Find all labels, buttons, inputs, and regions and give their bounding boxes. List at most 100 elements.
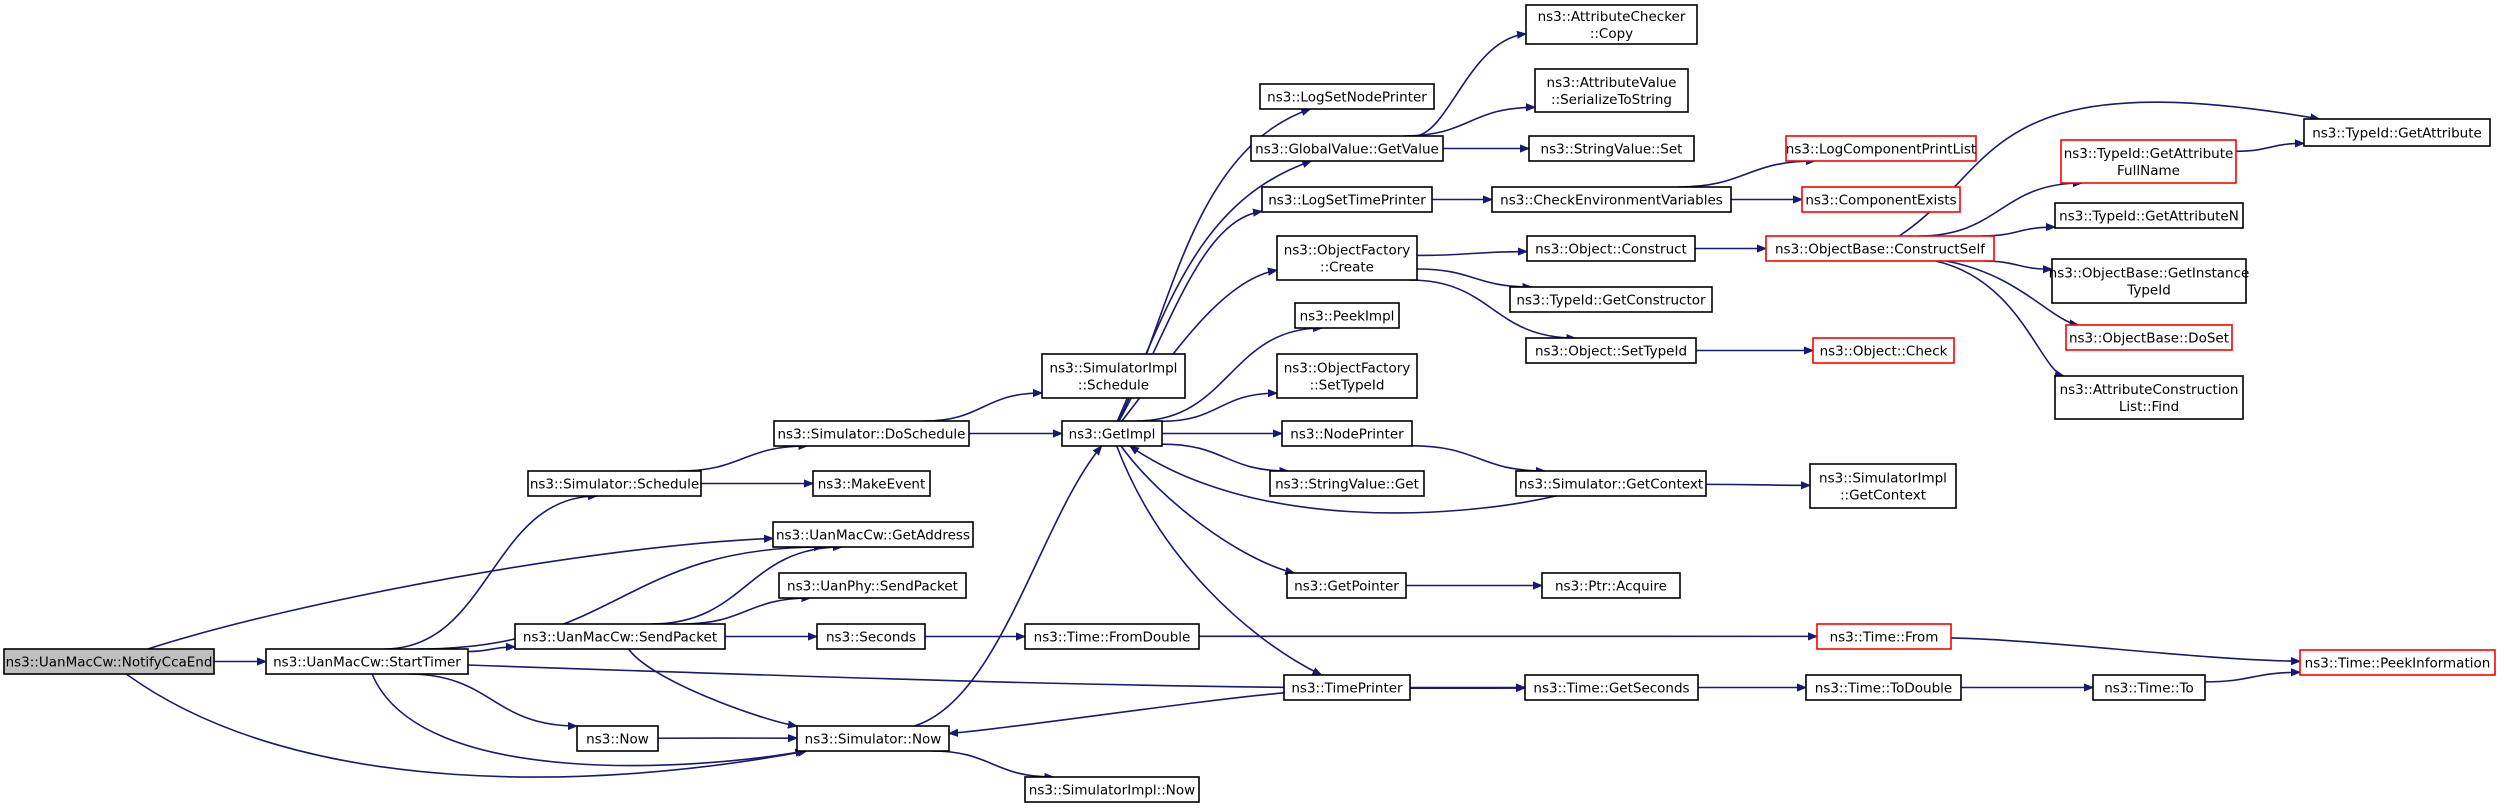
node-n41[interactable]: ns3::Time::ToDouble	[1805, 674, 1962, 701]
node-n38[interactable]: ns3::Object::Check	[1812, 337, 1955, 364]
node-box[interactable]	[1259, 83, 1435, 110]
node-n40[interactable]: ns3::Time::From	[1816, 623, 1952, 650]
node-box[interactable]	[1061, 420, 1163, 447]
node-n19[interactable]: ns3::ObjectFactory::Create	[1276, 235, 1418, 281]
node-box[interactable]	[1809, 463, 1957, 509]
node-n27[interactable]: ns3::AttributeValue::SerializeToString	[1534, 68, 1689, 113]
node-n18[interactable]: ns3::LogSetTimePrinter	[1261, 186, 1433, 213]
node-n49[interactable]: ns3::Time::PeekInformation	[2299, 649, 2496, 676]
node-n14[interactable]: ns3::Time::FromDouble	[1024, 623, 1200, 650]
node-n22[interactable]: ns3::NodePrinter	[1281, 420, 1413, 447]
node-box[interactable]	[1261, 186, 1433, 213]
node-box[interactable]	[1509, 286, 1713, 313]
node-box[interactable]	[816, 623, 926, 650]
node-n17[interactable]: ns3::GlobalValue::GetValue	[1250, 135, 1444, 162]
node-n5[interactable]: ns3::UanMacCw::SendPacket	[514, 623, 726, 650]
node-box[interactable]	[265, 648, 469, 675]
node-n31[interactable]: ns3::TypeId::GetConstructor	[1509, 286, 1713, 313]
node-n7[interactable]: ns3::Time::GetSeconds	[1524, 674, 1699, 701]
node-box[interactable]	[1525, 337, 1697, 364]
node-n11[interactable]: ns3::GetImpl	[1061, 420, 1163, 447]
node-box[interactable]	[772, 521, 974, 548]
node-n32[interactable]: ns3::Object::SetTypeId	[1525, 337, 1697, 364]
node-n25[interactable]: ns3::TimePrinter	[1283, 674, 1411, 701]
node-box[interactable]	[1785, 135, 1977, 162]
node-box[interactable]	[1041, 353, 1186, 399]
node-box[interactable]	[1269, 470, 1425, 497]
node-box[interactable]	[2060, 139, 2237, 184]
node-box[interactable]	[2065, 324, 2233, 351]
node-box[interactable]	[2051, 258, 2247, 304]
node-n3[interactable]: ns3::Simulator::Now	[796, 725, 950, 752]
node-box[interactable]	[796, 725, 950, 752]
node-box[interactable]	[576, 725, 659, 752]
node-box[interactable]	[1805, 674, 1962, 701]
node-box[interactable]	[1812, 337, 1955, 364]
node-box[interactable]	[1528, 135, 1695, 162]
node-n39[interactable]: ns3::SimulatorImpl::GetContext	[1809, 463, 1957, 509]
node-n16[interactable]: ns3::LogSetNodePrinter	[1259, 83, 1435, 110]
node-box[interactable]	[1283, 674, 1411, 701]
node-box[interactable]	[1276, 235, 1418, 281]
node-n21[interactable]: ns3::ObjectFactory::SetTypeId	[1276, 353, 1418, 399]
node-box[interactable]	[1294, 302, 1400, 329]
node-n33[interactable]: ns3::Simulator::GetContext	[1515, 470, 1707, 497]
node-n29[interactable]: ns3::CheckEnvironmentVariables	[1491, 186, 1732, 213]
node-box[interactable]	[3, 648, 215, 675]
node-box[interactable]	[1491, 186, 1732, 213]
node-box[interactable]	[1276, 353, 1418, 399]
node-n43[interactable]: ns3::TypeId::GetAttribute	[2303, 118, 2491, 147]
node-box[interactable]	[1801, 186, 1961, 213]
node-box[interactable]	[2054, 202, 2244, 229]
node-box[interactable]	[1534, 68, 1689, 113]
node-box[interactable]	[1541, 572, 1681, 599]
node-n15[interactable]: ns3::SimulatorImpl::Now	[1024, 776, 1200, 803]
node-box[interactable]	[1515, 470, 1707, 497]
node-n1[interactable]: ns3::UanMacCw::StartTimer	[265, 648, 469, 675]
node-n44[interactable]: ns3::TypeId::GetAttributeN	[2054, 202, 2244, 229]
node-box[interactable]	[2054, 375, 2244, 420]
node-box[interactable]	[1286, 572, 1407, 599]
node-n23[interactable]: ns3::StringValue::Get	[1269, 470, 1425, 497]
node-box[interactable]	[2092, 674, 2206, 701]
node-box[interactable]	[1250, 135, 1444, 162]
node-n26[interactable]: ns3::AttributeChecker::Copy	[1525, 4, 1698, 45]
node-n8[interactable]: ns3::Simulator::DoSchedule	[773, 420, 970, 447]
node-n20[interactable]: ns3::PeekImpl	[1294, 302, 1400, 329]
node-n35[interactable]: ns3::LogComponentPrintList	[1785, 135, 1977, 162]
node-box[interactable]	[1526, 235, 1696, 262]
node-box[interactable]	[1024, 623, 1200, 650]
node-n4[interactable]: ns3::Simulator::Schedule	[527, 470, 702, 497]
node-n13[interactable]: ns3::Seconds	[816, 623, 926, 650]
node-box[interactable]	[778, 572, 967, 599]
node-box[interactable]	[1524, 674, 1699, 701]
node-n28[interactable]: ns3::StringValue::Set	[1528, 135, 1695, 162]
node-n24[interactable]: ns3::GetPointer	[1286, 572, 1407, 599]
node-n9[interactable]: ns3::MakeEvent	[812, 470, 931, 497]
node-box[interactable]	[2303, 118, 2491, 147]
node-box[interactable]	[1765, 235, 1995, 262]
node-box[interactable]	[1024, 776, 1200, 803]
node-n48[interactable]: ns3::Time::To	[2092, 674, 2206, 701]
node-n46[interactable]: ns3::ObjectBase::DoSet	[2065, 324, 2233, 351]
node-box[interactable]	[1281, 420, 1413, 447]
node-n37[interactable]: ns3::ObjectBase::ConstructSelf	[1765, 235, 1995, 262]
node-n2[interactable]: ns3::UanMacCw::GetAddress	[772, 521, 974, 548]
node-n36[interactable]: ns3::ComponentExists	[1801, 186, 1961, 213]
node-box[interactable]	[773, 420, 970, 447]
node-box[interactable]	[1525, 4, 1698, 45]
node-n30[interactable]: ns3::Object::Construct	[1526, 235, 1696, 262]
node-n0[interactable]: ns3::UanMacCw::NotifyCcaEnd	[3, 648, 215, 675]
node-n12[interactable]: ns3::UanPhy::SendPacket	[778, 572, 967, 599]
node-box[interactable]	[1816, 623, 1952, 650]
node-n10[interactable]: ns3::SimulatorImpl::Schedule	[1041, 353, 1186, 399]
node-n34[interactable]: ns3::Ptr::Acquire	[1541, 572, 1681, 599]
node-box[interactable]	[2299, 649, 2496, 676]
node-box[interactable]	[514, 623, 726, 650]
node-box[interactable]	[527, 470, 702, 497]
node-box[interactable]	[812, 470, 931, 497]
node-n6[interactable]: ns3::Now	[576, 725, 659, 752]
